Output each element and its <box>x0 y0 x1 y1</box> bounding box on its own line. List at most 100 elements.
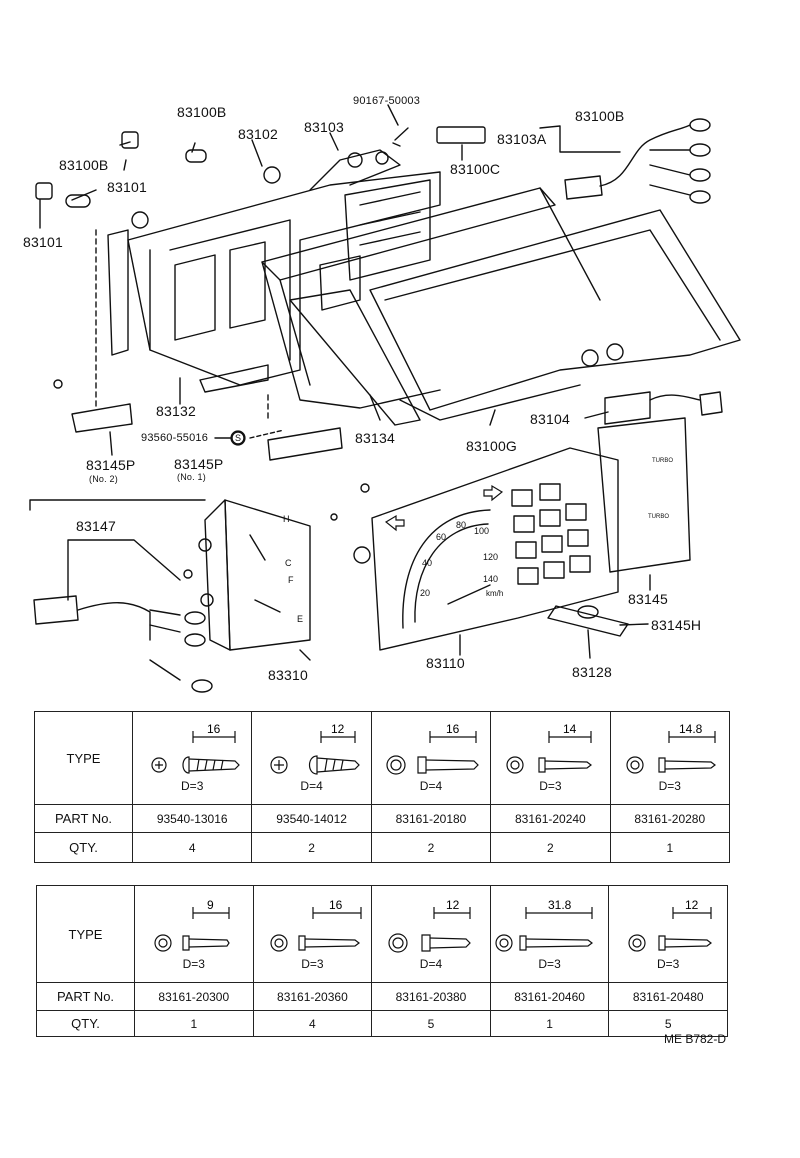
quantity: 5 <box>371 1010 491 1037</box>
label-83134: 83134 <box>355 430 395 446</box>
part-number: 83161-20280 <box>609 804 731 833</box>
part-number: 83161-20380 <box>371 982 491 1011</box>
label-83310: 83310 <box>268 667 308 683</box>
diameter-label: D=3 <box>538 957 561 971</box>
arrow-right-icon <box>483 484 504 502</box>
dim-label: 14 <box>563 723 577 736</box>
dim-label: 16 <box>207 723 221 736</box>
connector-83104 <box>604 391 723 425</box>
quantity: 2 <box>490 832 611 863</box>
row-label-type: TYPE <box>34 711 133 805</box>
label-83110: 83110 <box>426 655 465 671</box>
label-83145: 83145 <box>628 591 668 607</box>
part-number: 83161-20180 <box>370 804 492 833</box>
row-label-qty: QTY. <box>34 832 133 863</box>
part-number: 83161-20360 <box>252 982 373 1011</box>
speed-20: 20 <box>420 588 430 598</box>
circuit-plate <box>107 229 129 356</box>
fastener-table-1: TYPE 16 D=3 12 <box>34 711 731 863</box>
screw-icon: 12 <box>269 723 360 775</box>
harness-83147 <box>29 499 213 693</box>
dim-label: 12 <box>446 898 460 912</box>
part-number: 83161-20480 <box>608 982 728 1011</box>
diagram-code: ME B782-D <box>664 1032 727 1046</box>
switch-83100C <box>436 126 486 144</box>
temp-c: C <box>285 558 292 568</box>
label-90167-50003: 90167-50003 <box>353 95 421 107</box>
label-83145H: 83145H <box>651 617 702 633</box>
type-cell: 14 D=3 <box>490 711 611 805</box>
quantity: 4 <box>131 832 253 863</box>
warn-turbo-2: TURBO <box>648 514 669 520</box>
speed-80: 80 <box>456 520 466 530</box>
dim-label: 12 <box>685 898 699 912</box>
label-83100C: 83100C <box>450 161 501 177</box>
label-83145P-no2-sub: (No. 2) <box>89 474 118 484</box>
diameter-label: D=3 <box>182 957 205 971</box>
warn-turbo-1: TURBO <box>652 458 673 464</box>
frame-83134 <box>261 187 601 426</box>
dim-label: 16 <box>329 898 343 912</box>
screw-icon: 16 <box>151 723 241 774</box>
clip-pin-icon: 12 <box>388 898 471 953</box>
dim-label: 16 <box>446 723 460 736</box>
type-cell: 14.8 D=3 <box>609 711 731 805</box>
type-cell: 16 D=4 <box>370 711 492 805</box>
clip-pin-icon: 16 <box>270 898 362 952</box>
diameter-label: D=4 <box>419 779 443 793</box>
quantity: 5 <box>608 1010 728 1037</box>
s-washer-icon <box>230 430 246 446</box>
diameter-label: D=3 <box>301 957 324 971</box>
row-label-part: PART No. <box>34 804 133 833</box>
gauge-face-83110 <box>183 447 619 651</box>
clip-pin-icon: 31.8 <box>494 898 593 952</box>
part-number: 83161-20240 <box>490 804 611 833</box>
speed-40: 40 <box>422 558 432 568</box>
part-number: 93540-13016 <box>131 804 253 833</box>
label-83145P-no2: 83145P <box>86 457 136 473</box>
type-cell: 12 D=4 <box>371 885 491 983</box>
plate-83145P-no1 <box>267 427 343 461</box>
speed-140: 140 <box>483 574 498 584</box>
type-cell: 31.8 D=3 <box>489 885 610 983</box>
quantity: 2 <box>370 832 492 863</box>
label-s-washer: S <box>235 433 242 443</box>
label-83104: 83104 <box>530 411 570 427</box>
type-cell: 16 D=3 <box>252 885 373 983</box>
diameter-label: D=4 <box>419 957 443 971</box>
label-83145P-no1: 83145P <box>174 456 224 472</box>
harness-83103A <box>564 118 711 204</box>
plate-83145P-no2 <box>71 403 133 433</box>
label-83100B-left: 83100B <box>59 157 109 173</box>
label-83100B-top: 83100B <box>177 104 227 120</box>
label-83132: 83132 <box>156 403 196 419</box>
clip-pin-icon: 16 <box>386 723 479 775</box>
cluster-cover-83100G <box>369 209 741 421</box>
bulb-83128 <box>547 605 629 637</box>
diameter-label: D=3 <box>658 779 681 793</box>
clip-pin-icon: 12 <box>628 898 713 952</box>
fuel-f: F <box>288 575 294 585</box>
diameter-label: D=3 <box>181 779 204 793</box>
row-label-qty: QTY. <box>36 1010 135 1037</box>
diameter-label: D=4 <box>300 779 323 793</box>
part-number: 83161-20460 <box>489 982 610 1011</box>
diameter-label: D=3 <box>539 779 562 793</box>
type-cell: 12 D=3 <box>608 885 728 983</box>
part-number: 93540-14012 <box>251 804 372 833</box>
part-number: 83161-20300 <box>134 982 254 1011</box>
label-93560-55016: 93560-55016 <box>141 432 209 444</box>
speed-100: 100 <box>474 526 489 536</box>
fuel-e: E <box>297 614 303 624</box>
quantity: 1 <box>489 1010 610 1037</box>
label-83128: 83128 <box>572 664 612 680</box>
label-83147: 83147 <box>76 518 116 534</box>
quantity: 2 <box>251 832 372 863</box>
label-83101-a: 83101 <box>107 179 147 195</box>
quantity: 1 <box>609 832 731 863</box>
label-83102: 83102 <box>238 126 278 142</box>
arrow-left-icon <box>384 514 405 532</box>
label-83103A: 83103A <box>497 131 547 147</box>
dim-label: 9 <box>207 898 214 912</box>
